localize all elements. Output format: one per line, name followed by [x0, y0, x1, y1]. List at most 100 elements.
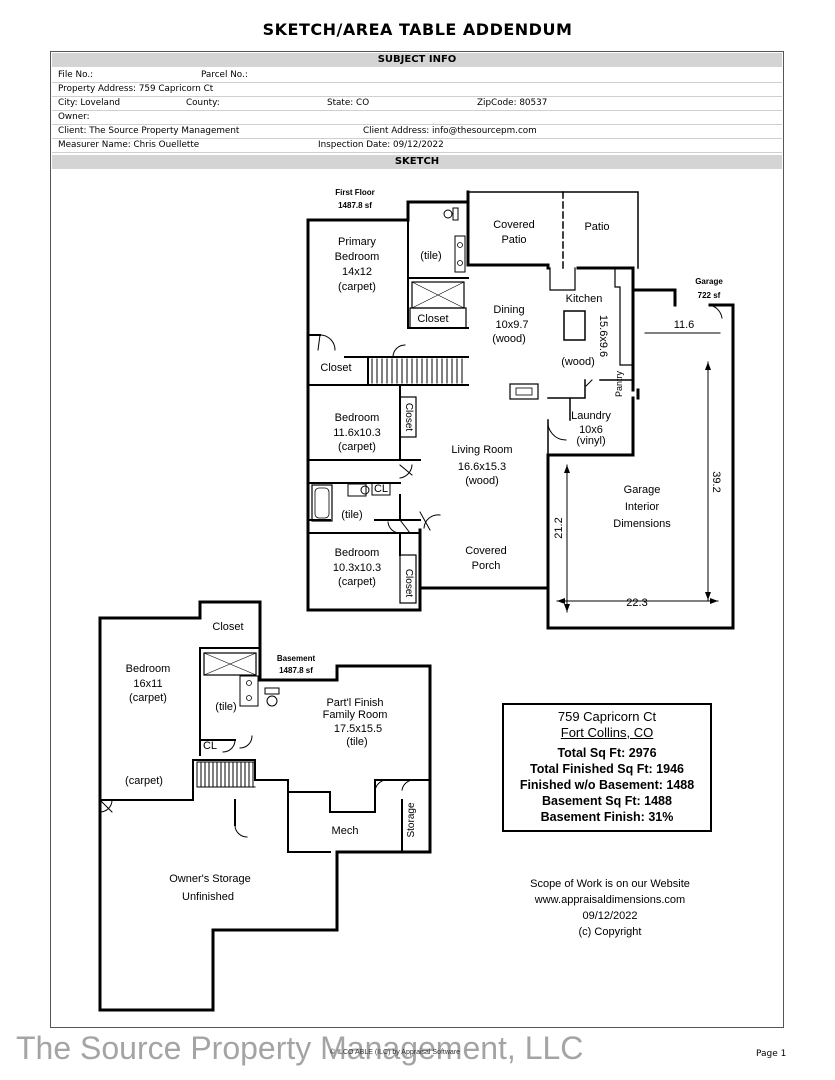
laundry-l1: Laundry — [571, 410, 611, 422]
basement-carpet: (carpet) — [125, 775, 163, 787]
client-address: Client Address: info@thesourcepm.com — [363, 126, 537, 136]
inspection-date: Inspection Date: 09/12/2022 — [318, 140, 444, 150]
county-label: County: — [186, 98, 220, 108]
family-room-l3: 17.5x15.5 — [334, 723, 382, 735]
pantry-label: Pantry — [614, 370, 624, 397]
info-row-file: File No.: Parcel No.: — [52, 69, 782, 83]
info-row-address: Property Address: 759 Capricorn Ct — [52, 83, 782, 97]
area-summary-box: 759 Capricorn Ct Fort Collins, CO Total … — [502, 703, 712, 832]
living-room-l1: Living Room — [451, 444, 512, 456]
info-row-owner: Owner: — [52, 111, 782, 125]
storage-label: Storage — [406, 802, 417, 837]
dim-21-2: 21.2 — [553, 517, 565, 538]
patio-label: Patio — [584, 221, 609, 233]
dining-l2: 10x9.7 — [495, 319, 528, 331]
scope-of-work: Scope of Work is on our Website www.appr… — [500, 876, 720, 940]
owners-storage-l2: Unfinished — [182, 891, 234, 903]
state: State: CO — [327, 98, 370, 108]
primary-bath-tile: (tile) — [420, 250, 441, 262]
total-sq-ft: Total Sq Ft: 2976 — [557, 746, 657, 760]
info-row-client: Client: The Source Property Management C… — [52, 125, 782, 139]
first-floor-label: First Floor — [335, 188, 375, 197]
primary-bedroom-l4: (carpet) — [338, 281, 376, 293]
laundry-l3: (vinyl) — [576, 435, 605, 447]
summary-city: Fort Collins, CO — [560, 725, 654, 740]
finished-wo-basement: Finished w/o Basement: 1488 — [519, 778, 695, 792]
scope-date: 09/12/2022 — [582, 910, 638, 922]
covered-patio-l1: Covered — [493, 219, 535, 231]
basement-closet-label: Closet — [212, 621, 243, 633]
bedroom3-l3: (carpet) — [338, 576, 376, 588]
basement-cl: CL — [203, 740, 217, 752]
bedroom2-closet-label: Closet — [403, 403, 414, 432]
owners-storage-l1: Owner's Storage — [169, 873, 251, 885]
garage-interior-l1: Garage — [624, 484, 661, 496]
living-room-l2: 16.6x15.3 — [458, 461, 506, 473]
left-closet-label: Closet — [320, 362, 351, 374]
dim-11-6: 11.6 — [674, 319, 695, 331]
zipcode: ZipCode: 80537 — [477, 98, 548, 108]
garage-interior-l2: Interior — [625, 501, 660, 513]
page-title: SKETCH/AREA TABLE ADDENDUM — [262, 20, 573, 39]
software-credit: © ILCO ABLE (ILC) by Appraisal Software — [330, 1049, 461, 1056]
owner-label: Owner: — [58, 112, 90, 122]
client: Client: The Source Property Management — [58, 126, 240, 136]
covered-porch-l2: Porch — [472, 560, 501, 572]
basement-bedroom-l1: Bedroom — [126, 663, 171, 675]
dim-39-2: 39.2 — [710, 471, 722, 492]
family-room-l4: (tile) — [346, 736, 367, 748]
watermark-text: The Source Property Management, LLC — [16, 1030, 584, 1066]
sketch-header: SKETCH — [52, 155, 782, 169]
primary-closet-label: Closet — [417, 313, 448, 325]
mech-label: Mech — [332, 825, 359, 837]
summary-address: 759 Capricorn Ct — [557, 709, 657, 724]
kitchen-dim: 15.6x9.6 — [597, 315, 609, 357]
parcel-no-label: Parcel No.: — [201, 70, 248, 80]
primary-bedroom-l2: Bedroom — [335, 251, 380, 263]
basement-finish: Basement Finish: 31% — [540, 810, 674, 824]
addendum-frame: SUBJECT INFO File No.: Parcel No.: Prope… — [50, 51, 784, 1028]
basement-sq-ft: Basement Sq Ft: 1488 — [542, 794, 672, 808]
bedroom3-closet-label: Closet — [403, 569, 414, 598]
bedroom2-l1: Bedroom — [335, 412, 380, 424]
primary-bedroom-l1: Primary — [338, 236, 376, 248]
dining-l1: Dining — [493, 304, 524, 316]
measurer: Measurer Name: Chris Ouellette — [58, 140, 200, 150]
bedroom3-l2: 10.3x10.3 — [333, 562, 381, 574]
garage-interior-l3: Dimensions — [613, 518, 671, 530]
bath2-cl: CL — [374, 483, 388, 495]
primary-bedroom-l3: 14x12 — [342, 266, 372, 278]
basement-area: 1487.8 sf — [279, 666, 313, 675]
basement-bedroom-l3: (carpet) — [129, 692, 167, 704]
bath2-tile: (tile) — [341, 509, 362, 521]
info-row-measurer: Measurer Name: Chris Ouellette Inspectio… — [52, 139, 782, 153]
garage-area: 722 sf — [698, 291, 721, 300]
laundry-l2: 10x6 — [579, 424, 603, 436]
basement-bedroom-l2: 16x11 — [133, 678, 162, 690]
basement-label: Basement — [277, 654, 316, 663]
family-room-l2: Family Room — [323, 709, 388, 721]
property-address: Property Address: 759 Capricorn Ct — [58, 84, 214, 94]
first-floor-area: 1487.8 sf — [338, 201, 372, 210]
garage-label: Garage — [695, 277, 723, 286]
scope-copyright: (c) Copyright — [578, 926, 642, 938]
dining-l3: (wood) — [492, 333, 526, 345]
total-finished-sq-ft: Total Finished Sq Ft: 1946 — [530, 762, 684, 776]
bedroom2-l2: 11.6x10.3 — [333, 427, 381, 439]
dim-22-3: 22.3 — [626, 597, 647, 609]
bedroom2-l3: (carpet) — [338, 441, 376, 453]
city: City: Loveland — [58, 98, 121, 108]
covered-patio-l2: Patio — [501, 234, 526, 246]
basement-bath-tile: (tile) — [215, 701, 236, 713]
kitchen-label: Kitchen — [566, 293, 603, 305]
scope-website: www.appraisaldimensions.com — [534, 894, 686, 906]
bedroom3-l1: Bedroom — [335, 547, 380, 559]
page-number: Page 1 — [756, 1049, 787, 1059]
file-no-label: File No.: — [58, 70, 94, 80]
scope-line-1: Scope of Work is on our Website — [530, 878, 690, 890]
family-room-l1: Part'l Finish — [326, 697, 383, 709]
info-row-city: City: Loveland County: State: CO ZipCode… — [52, 97, 782, 111]
covered-porch-l1: Covered — [465, 545, 507, 557]
subject-info-header: SUBJECT INFO — [52, 53, 782, 67]
